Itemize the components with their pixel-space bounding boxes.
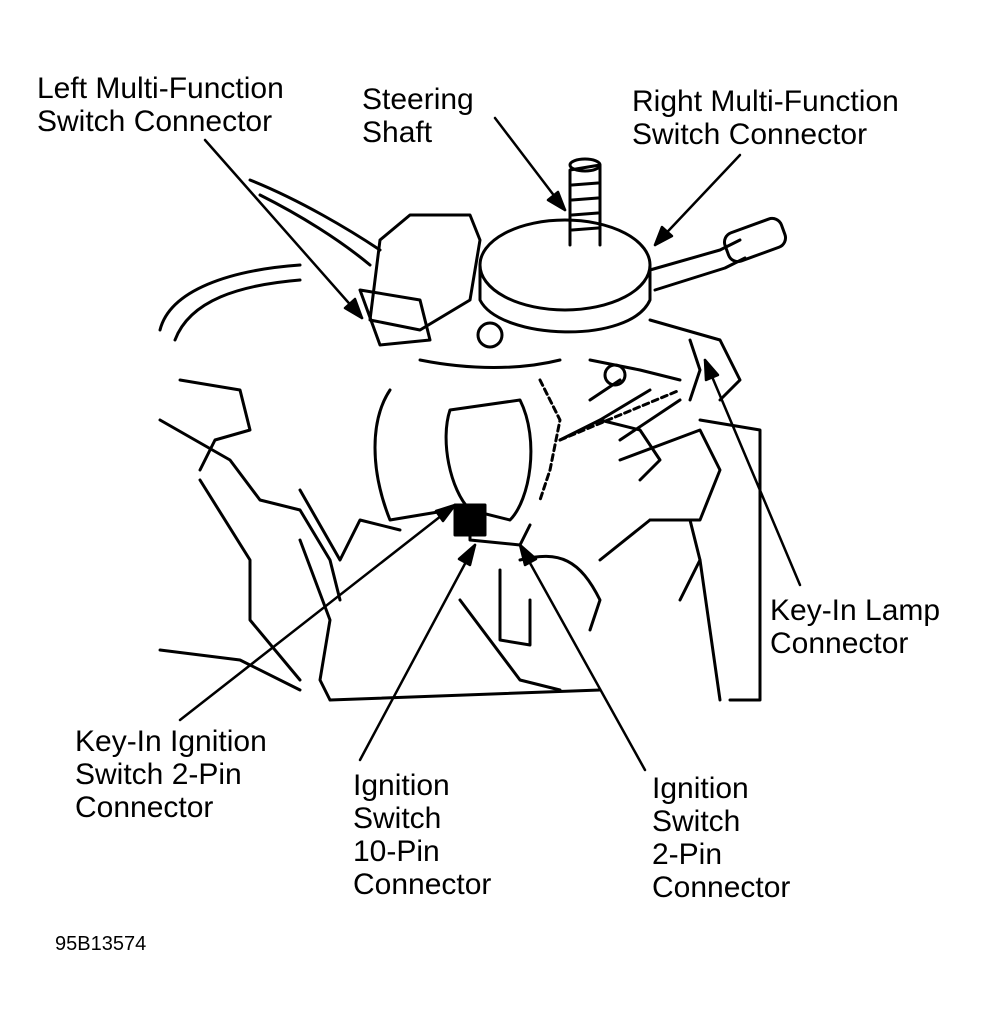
leader-arrows [178, 116, 802, 772]
arrow-ignition-2pin [518, 543, 647, 772]
label-line: Shaft [362, 116, 433, 149]
arrow-key-in-ignition [178, 503, 457, 722]
label-line: Key-In Ignition [75, 725, 267, 758]
label-line: Connector [353, 868, 492, 901]
label-line: Left Multi-Function [37, 72, 284, 105]
label-line: Right Multi-Function [632, 85, 899, 118]
arrow-left-multifunction [203, 138, 364, 320]
label-ignition-switch-2pin-connector: Ignition Switch 2-Pin Connector [652, 772, 790, 904]
label-line: Connector [770, 627, 909, 660]
label-right-multifunction-connector: Right Multi-Function Switch Connector [632, 85, 899, 151]
arrow-right-multifunction [653, 153, 742, 247]
label-line: Steering [362, 83, 474, 116]
label-left-multifunction-connector: Left Multi-Function Switch Connector [37, 72, 284, 138]
label-line: Switch Connector [632, 118, 868, 151]
figure-id: 95B13574 [55, 933, 147, 955]
label-line: Ignition [353, 769, 450, 802]
label-line: Switch Connector [37, 105, 273, 138]
label-line: Connector [75, 791, 214, 824]
label-line: Ignition [652, 772, 749, 805]
label-line: Key-In Lamp [770, 594, 941, 627]
label-key-in-ignition-switch-connector: Key-In Ignition Switch 2-Pin Connector [75, 725, 267, 824]
label-line: Switch 2-Pin [75, 758, 242, 791]
column-sketch [158, 157, 788, 702]
arrow-key-in-lamp [703, 358, 802, 587]
label-line: 2-Pin [652, 838, 723, 871]
label-line: Connector [652, 871, 791, 904]
label-line: 10-Pin [353, 835, 440, 868]
label-line: Switch [353, 802, 442, 835]
label-ignition-switch-10pin-connector: Ignition Switch 10-Pin Connector [353, 769, 491, 901]
arrow-ignition-10pin [358, 543, 477, 762]
label-key-in-lamp-connector: Key-In Lamp Connector [770, 594, 940, 660]
label-line: Switch [652, 805, 741, 838]
label-steering-shaft: Steering Shaft [362, 83, 474, 149]
